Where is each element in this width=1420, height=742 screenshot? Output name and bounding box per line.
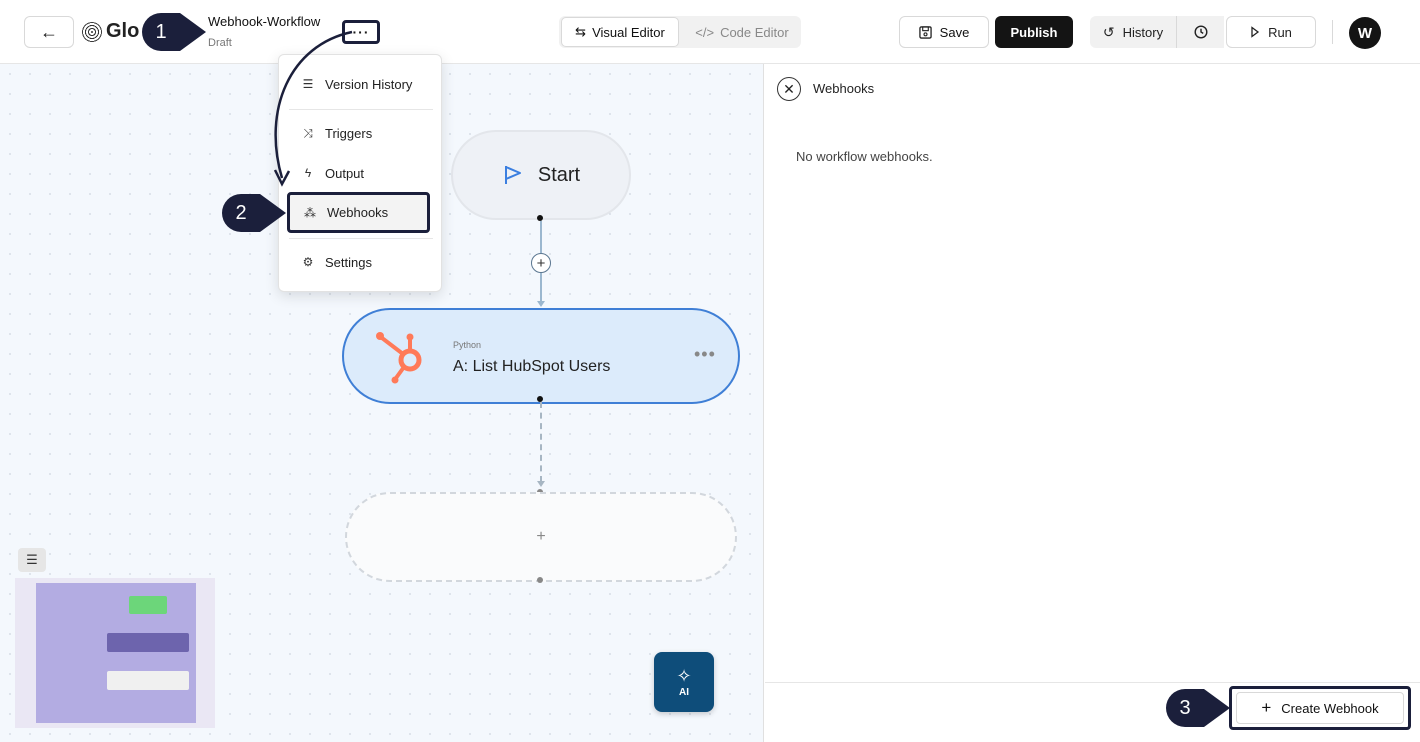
node-title: A: List HubSpot Users [453,358,611,375]
history-icon: ↺ [1102,23,1115,40]
header-divider [1332,20,1333,44]
close-panel-button[interactable]: ✕ [777,77,801,101]
minimap-node [129,596,167,614]
start-label: Start [537,163,581,186]
node-output-port[interactable] [537,396,543,402]
code-icon: </> [695,24,715,40]
callout-number: 3 [1179,696,1191,719]
history-label: History [1122,24,1164,40]
empty-state-text: No workflow webhooks. [796,149,933,164]
ai-assistant-button[interactable]: ✧ AI [654,652,714,712]
connector-arrow [537,481,545,487]
visual-editor-label: Visual Editor [592,24,665,40]
workflow-dropdown-menu: ☰ Version History ⤨ Triggers ϟ Output ⚙ … [278,54,442,292]
dashed-connector [540,402,542,482]
minimap-node [107,633,189,652]
hubspot-icon [376,332,422,384]
start-output-port[interactable] [537,215,543,221]
connector-line [540,273,542,301]
workflow-status: Draft [208,37,232,49]
menu-item-label: Output [325,165,365,181]
menu-item-version-history[interactable]: ☰ Version History [289,66,433,102]
menu-item-label: Triggers [325,125,373,141]
sparkles-icon: ✧ [676,665,692,686]
save-button[interactable]: Save [899,16,989,48]
code-editor-tab[interactable]: </> Code Editor [685,17,799,47]
start-node[interactable]: Start [451,130,631,220]
node-type-label: Python [453,340,482,350]
history-button[interactable]: ↺ History [1090,16,1176,48]
sliders-icon: ⇆ [575,24,587,39]
connector-line [540,221,542,253]
create-webhook-button[interactable]: + Create Webhook [1236,692,1404,724]
plus-icon: + [1261,698,1272,717]
workflow-canvas[interactable]: Start + Python A: List HubSpot Users •••… [0,64,764,742]
callout-number: 1 [155,20,167,43]
menu-item-label: Settings [325,254,372,270]
save-label: Save [939,24,970,40]
panel-title: Webhooks [813,81,875,96]
minimap-viewport [36,583,196,723]
annotation-arrow [273,30,353,187]
create-webhook-label: Create Webhook [1281,700,1379,716]
triggers-icon: ⤨ [303,125,313,140]
avatar[interactable]: W [1349,17,1381,49]
ai-label: AI [679,686,689,698]
arrow-left-icon: ← [40,21,58,42]
minimap-node [107,671,189,690]
plus-icon: + [536,254,546,272]
menu-divider [289,238,433,239]
menu-item-output[interactable]: ϟ Output [289,155,433,191]
more-dots-icon: ··· [352,24,370,40]
connector-arrow [537,301,545,307]
floppy-icon [918,25,932,39]
run-label: Run [1268,24,1292,40]
logo-text: Glo [106,20,140,42]
menu-item-triggers[interactable]: ⤨ Triggers [289,115,433,151]
node-more-button[interactable]: ••• [694,344,716,364]
play-icon [1251,26,1260,38]
run-button[interactable]: Run [1226,16,1316,48]
callout-3: 3 [1166,689,1230,727]
publish-button[interactable]: Publish [995,16,1073,48]
stack-icon: ☰ [302,77,314,91]
app-logo: Glo [82,20,139,43]
back-button[interactable]: ← [24,16,74,48]
close-icon: ✕ [783,80,795,97]
clock-icon [1193,25,1208,39]
add-step-button[interactable]: + [531,253,551,273]
empty-step-placeholder[interactable]: + [345,492,737,582]
bolt-icon: ϟ [304,166,312,180]
publish-label: Publish [1010,24,1058,40]
fit-view-button[interactable]: ☰ [18,548,46,572]
flag-icon [504,166,521,184]
plus-icon: + [536,528,546,545]
minimap[interactable] [15,578,215,728]
placeholder-output-port [537,577,543,583]
editor-mode-toggle: ⇆ Visual Editor </> Code Editor [559,16,801,48]
visual-editor-tab[interactable]: ⇆ Visual Editor [561,17,679,47]
callout-number: 2 [235,201,247,224]
fit-view-icon: ☰ [26,552,38,567]
panel-footer-divider [765,682,1420,683]
callout-1: 1 [142,13,206,51]
code-editor-label: Code Editor [720,24,789,40]
top-bar: ← Glo Webhook-Workflow Draft ··· ⇆ Visua… [0,0,1420,64]
menu-item-webhooks[interactable]: ⁂ Webhooks [287,192,430,233]
schedule-button[interactable] [1176,16,1224,48]
callout-2: 2 [222,194,286,232]
menu-item-settings[interactable]: ⚙ Settings [289,244,433,280]
webhook-icon: ⁂ [304,205,316,220]
menu-item-label: Version History [325,76,413,92]
menu-divider [289,109,433,110]
workflow-title[interactable]: Webhook-Workflow [208,14,321,29]
create-webhook-highlight: + Create Webhook [1229,686,1411,730]
menu-item-label: Webhooks [327,205,389,220]
logo-mark-icon [82,21,102,42]
gear-icon: ⚙ [302,255,314,269]
hubspot-step-node[interactable]: Python A: List HubSpot Users ••• [342,308,740,404]
